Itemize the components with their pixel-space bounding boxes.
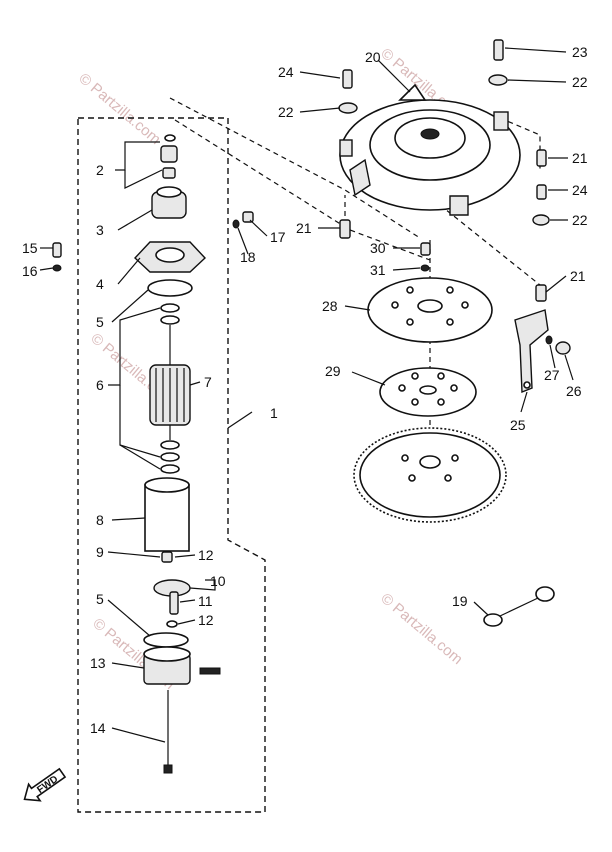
- callout-5-upper: 5: [96, 314, 104, 330]
- part-7-armature: [149, 325, 191, 440]
- callout-13: 13: [90, 655, 106, 671]
- part-27-washer: [545, 335, 553, 345]
- part-24-bolt-right: [536, 184, 547, 200]
- callout-24-right: 24: [572, 182, 588, 198]
- callout-10: 10: [210, 573, 226, 589]
- callout-4: 4: [96, 276, 104, 292]
- part-3-pinion: [151, 186, 187, 219]
- part-28-plate: [367, 277, 493, 343]
- part-25-bracket: [514, 309, 549, 394]
- callout-29: 29: [325, 363, 341, 379]
- callout-30: 30: [370, 240, 386, 256]
- callout-5-lower: 5: [96, 591, 104, 607]
- callout-21-left: 21: [296, 220, 312, 236]
- part-21-collar-right: [536, 149, 547, 167]
- part-2-bushing: [160, 134, 178, 179]
- part-10-brush-holder: [153, 579, 191, 615]
- part-22-washer-top: [488, 74, 508, 86]
- part-24-bolt-left: [342, 69, 353, 89]
- part-17-bolt: [242, 211, 254, 223]
- part-19-lever: [483, 586, 555, 627]
- flywheel-ring-gear: [353, 427, 507, 523]
- washer-6-lower-2: [160, 452, 180, 462]
- callout-2: 2: [96, 162, 104, 178]
- callout-20: 20: [365, 49, 381, 65]
- washer-6-lower-3: [160, 464, 180, 474]
- part-13-end-cover: [143, 646, 221, 685]
- part-4-end-bracket: [134, 241, 206, 273]
- callout-8: 8: [96, 512, 104, 528]
- callout-6: 6: [96, 377, 104, 393]
- callout-3: 3: [96, 222, 104, 238]
- callout-22-top: 22: [572, 74, 588, 90]
- callout-22-right: 22: [572, 212, 588, 228]
- part-14-through-bolt: [163, 690, 173, 774]
- callout-28: 28: [322, 298, 338, 314]
- part-21-collar-left: [339, 219, 351, 239]
- leader-lines: [39, 47, 574, 743]
- callout-7: 7: [204, 374, 212, 390]
- part-15-bolt: [52, 242, 62, 258]
- callout-19: 19: [452, 593, 468, 609]
- callout-24-left: 24: [278, 64, 294, 80]
- callout-25: 25: [510, 417, 526, 433]
- callout-15: 15: [22, 240, 38, 256]
- part-26-nut: [555, 341, 571, 355]
- callout-23: 23: [572, 44, 588, 60]
- part-23-bolt-top: [493, 39, 504, 61]
- part-18-washer: [232, 219, 240, 229]
- part-30-bolt: [420, 242, 431, 256]
- part-20-flywheel-cover: [339, 83, 521, 216]
- callout-9: 9: [96, 544, 104, 560]
- callout-27: 27: [544, 367, 560, 383]
- callout-21-right: 21: [572, 150, 588, 166]
- part-16-washer: [52, 264, 62, 272]
- callout-11: 11: [198, 593, 213, 609]
- callout-14: 14: [90, 720, 106, 736]
- part-12-washer-lower: [166, 620, 178, 628]
- part-21-collar-lower: [535, 284, 547, 302]
- part-9-brush: [161, 551, 173, 563]
- part-31-washer: [420, 264, 430, 272]
- callout-21-lower: 21: [570, 268, 586, 284]
- fwd-arrow-icon: FWD: [23, 767, 67, 802]
- part-22-washer-left: [338, 102, 358, 114]
- callout-12-upper: 12: [198, 547, 214, 563]
- washer-6-upper-2: [160, 315, 180, 325]
- washer-6-lower-1: [160, 440, 180, 450]
- part-29-disc: [379, 367, 477, 417]
- watermark-1: © Partzilla.com: [75, 70, 163, 148]
- callout-12-lower: 12: [198, 612, 214, 628]
- callout-26: 26: [566, 383, 582, 399]
- callout-17: 17: [270, 229, 286, 245]
- part-5-washer-upper: [147, 279, 193, 297]
- callout-labels: 1 2 3 4 5 5 6 7 8 9 10 11 12 12 13 14 15…: [22, 44, 588, 736]
- callout-22-left: 22: [278, 104, 294, 120]
- callout-16: 16: [22, 263, 38, 279]
- part-22-washer-right: [532, 214, 550, 226]
- part-5-washer-lower: [143, 632, 189, 648]
- callout-18: 18: [240, 249, 256, 265]
- part-8-yoke: [144, 477, 190, 552]
- washer-6-upper-1: [160, 303, 180, 313]
- starter-assembly-outline: [77, 117, 266, 813]
- callout-31: 31: [370, 262, 386, 278]
- callout-1: 1: [270, 405, 278, 421]
